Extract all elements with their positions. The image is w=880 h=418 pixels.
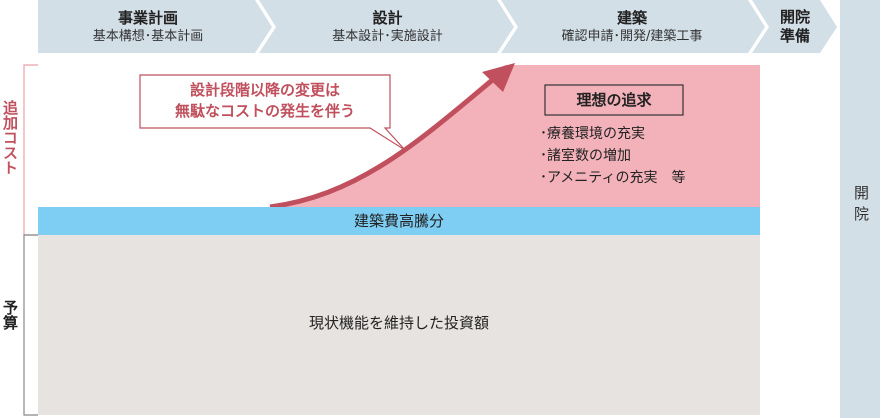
stage-title: 設計 [372,8,403,27]
stage-design: 設計 基本設計･実施設計 [270,0,505,53]
stage-subtitle: 確認申請･開発/建築工事 [561,28,703,44]
ideal-list: ･療養環境の充実 ･諸室数の増加 ･アメニティの充実 等 [540,123,685,189]
budget-bracket [23,234,38,416]
ideal-area [270,65,760,207]
stage-business-plan: 事業計画 基本構想･基本計画 [38,0,258,53]
callout-text: 設計段階以降の変更は 無駄なコストの発生を伴う [140,80,390,122]
ideal-item: ･諸室数の増加 [540,148,631,164]
arrow-head [482,63,515,92]
additional-cost-bracket [23,64,38,236]
ideal-item: ･療養環境の充実 [540,126,645,142]
opening-label: 開院 [852,185,870,227]
ideal-title: 理想の追求 [576,91,652,109]
ideal-title-box [544,84,684,116]
stage-title: 開院準備 [779,7,810,45]
stage-title: 建築 [616,8,647,27]
stage-chevron-2 [259,0,514,53]
stage-subtitle: 基本構想･基本計画 [92,28,204,44]
cost-increase-label: 建築費高騰分 [353,212,444,230]
callout-line: 無駄なコストの発生を伴う [174,102,355,120]
callout-line: 設計段階以降の変更は [189,81,340,99]
stage-title: 事業計画 [117,8,178,27]
stage-opening-prep: 開院準備 [772,0,818,53]
budget-label: 予算 [1,300,19,330]
callout-bubble [139,74,406,151]
additional-cost-label: 追加コスト [1,100,19,175]
ideal-item: ･アメニティの充実 等 [540,170,686,186]
stage-subtitle: 基本設計･実施設計 [332,28,443,44]
base-investment-band [38,235,760,415]
stage-chevron-3 [501,0,765,53]
stage-chevron-4 [752,0,837,53]
opening-column [840,0,880,418]
stage-chevron-1 [38,0,272,53]
base-investment-label: 現状機能を維持した投資額 [308,314,489,332]
cost-curve-arrow [269,76,497,210]
cost-increase-band [38,207,760,235]
stage-construction: 建築 確認申請･開発/建築工事 [512,0,752,53]
